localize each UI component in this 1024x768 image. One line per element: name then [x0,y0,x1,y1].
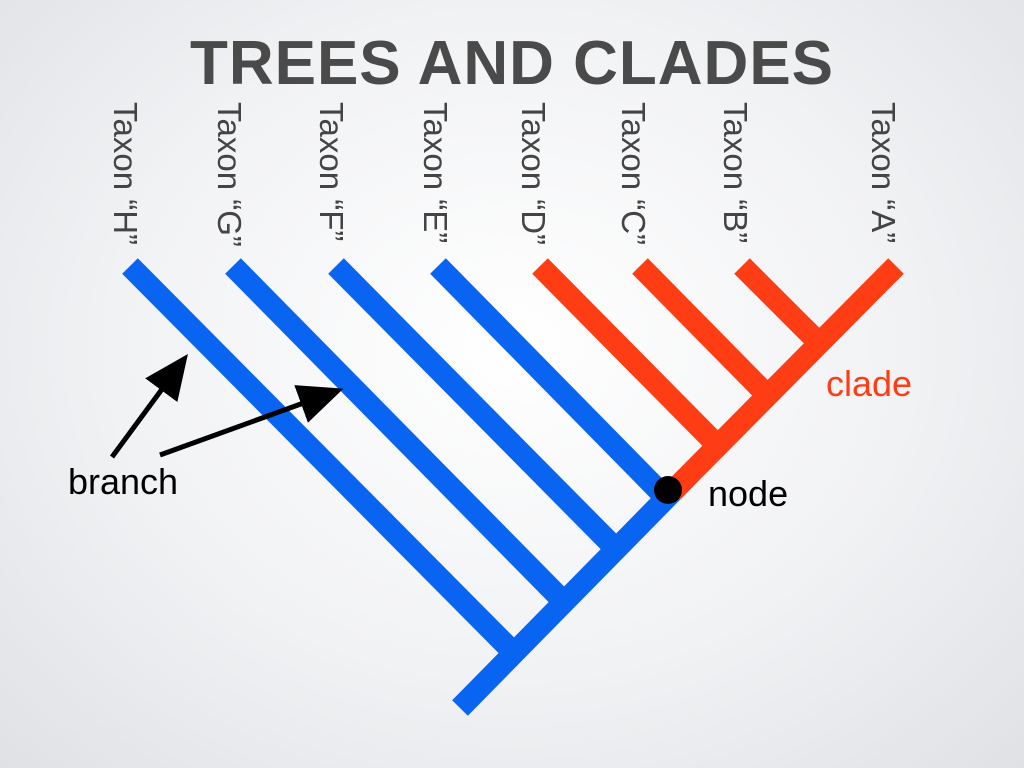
taxon-label-h: Taxon “H” [107,102,144,245]
taxon-label-e: Taxon “E” [417,102,454,243]
branch-taxon-c [632,258,778,406]
outgroup-branches [122,258,694,716]
branch-arrows [109,353,344,459]
taxon-label-f: Taxon “F” [313,102,350,241]
branch-label: branch [68,461,178,502]
branch-taxon-b [734,258,830,354]
clade-branches [532,258,904,500]
branch-taxon-d [532,258,728,456]
branch-taxon-f [328,258,623,556]
taxon-label-g: Taxon “G” [211,102,248,247]
taxon-labels: Taxon “A” Taxon “B” Taxon “C” Taxon “D” … [107,102,902,247]
taxon-label-c: Taxon “C” [615,102,652,245]
branch-taxon-e [430,258,673,505]
arrow-to-branch-g [159,385,344,458]
taxon-label-d: Taxon “D” [515,102,552,245]
node-marker [654,476,682,504]
node-label: node [708,473,788,514]
branch-taxon-g [225,258,571,609]
clade-label: clade [826,363,912,404]
branch-trunk [452,470,694,716]
slide-title: TREES AND CLADES [189,29,835,98]
taxon-label-a: Taxon “A” [865,102,902,243]
taxon-label-b: Taxon “B” [717,102,754,243]
branch-clade-stem [664,258,904,500]
arrow-to-branch-h [109,353,188,459]
branch-taxon-h [122,258,521,660]
